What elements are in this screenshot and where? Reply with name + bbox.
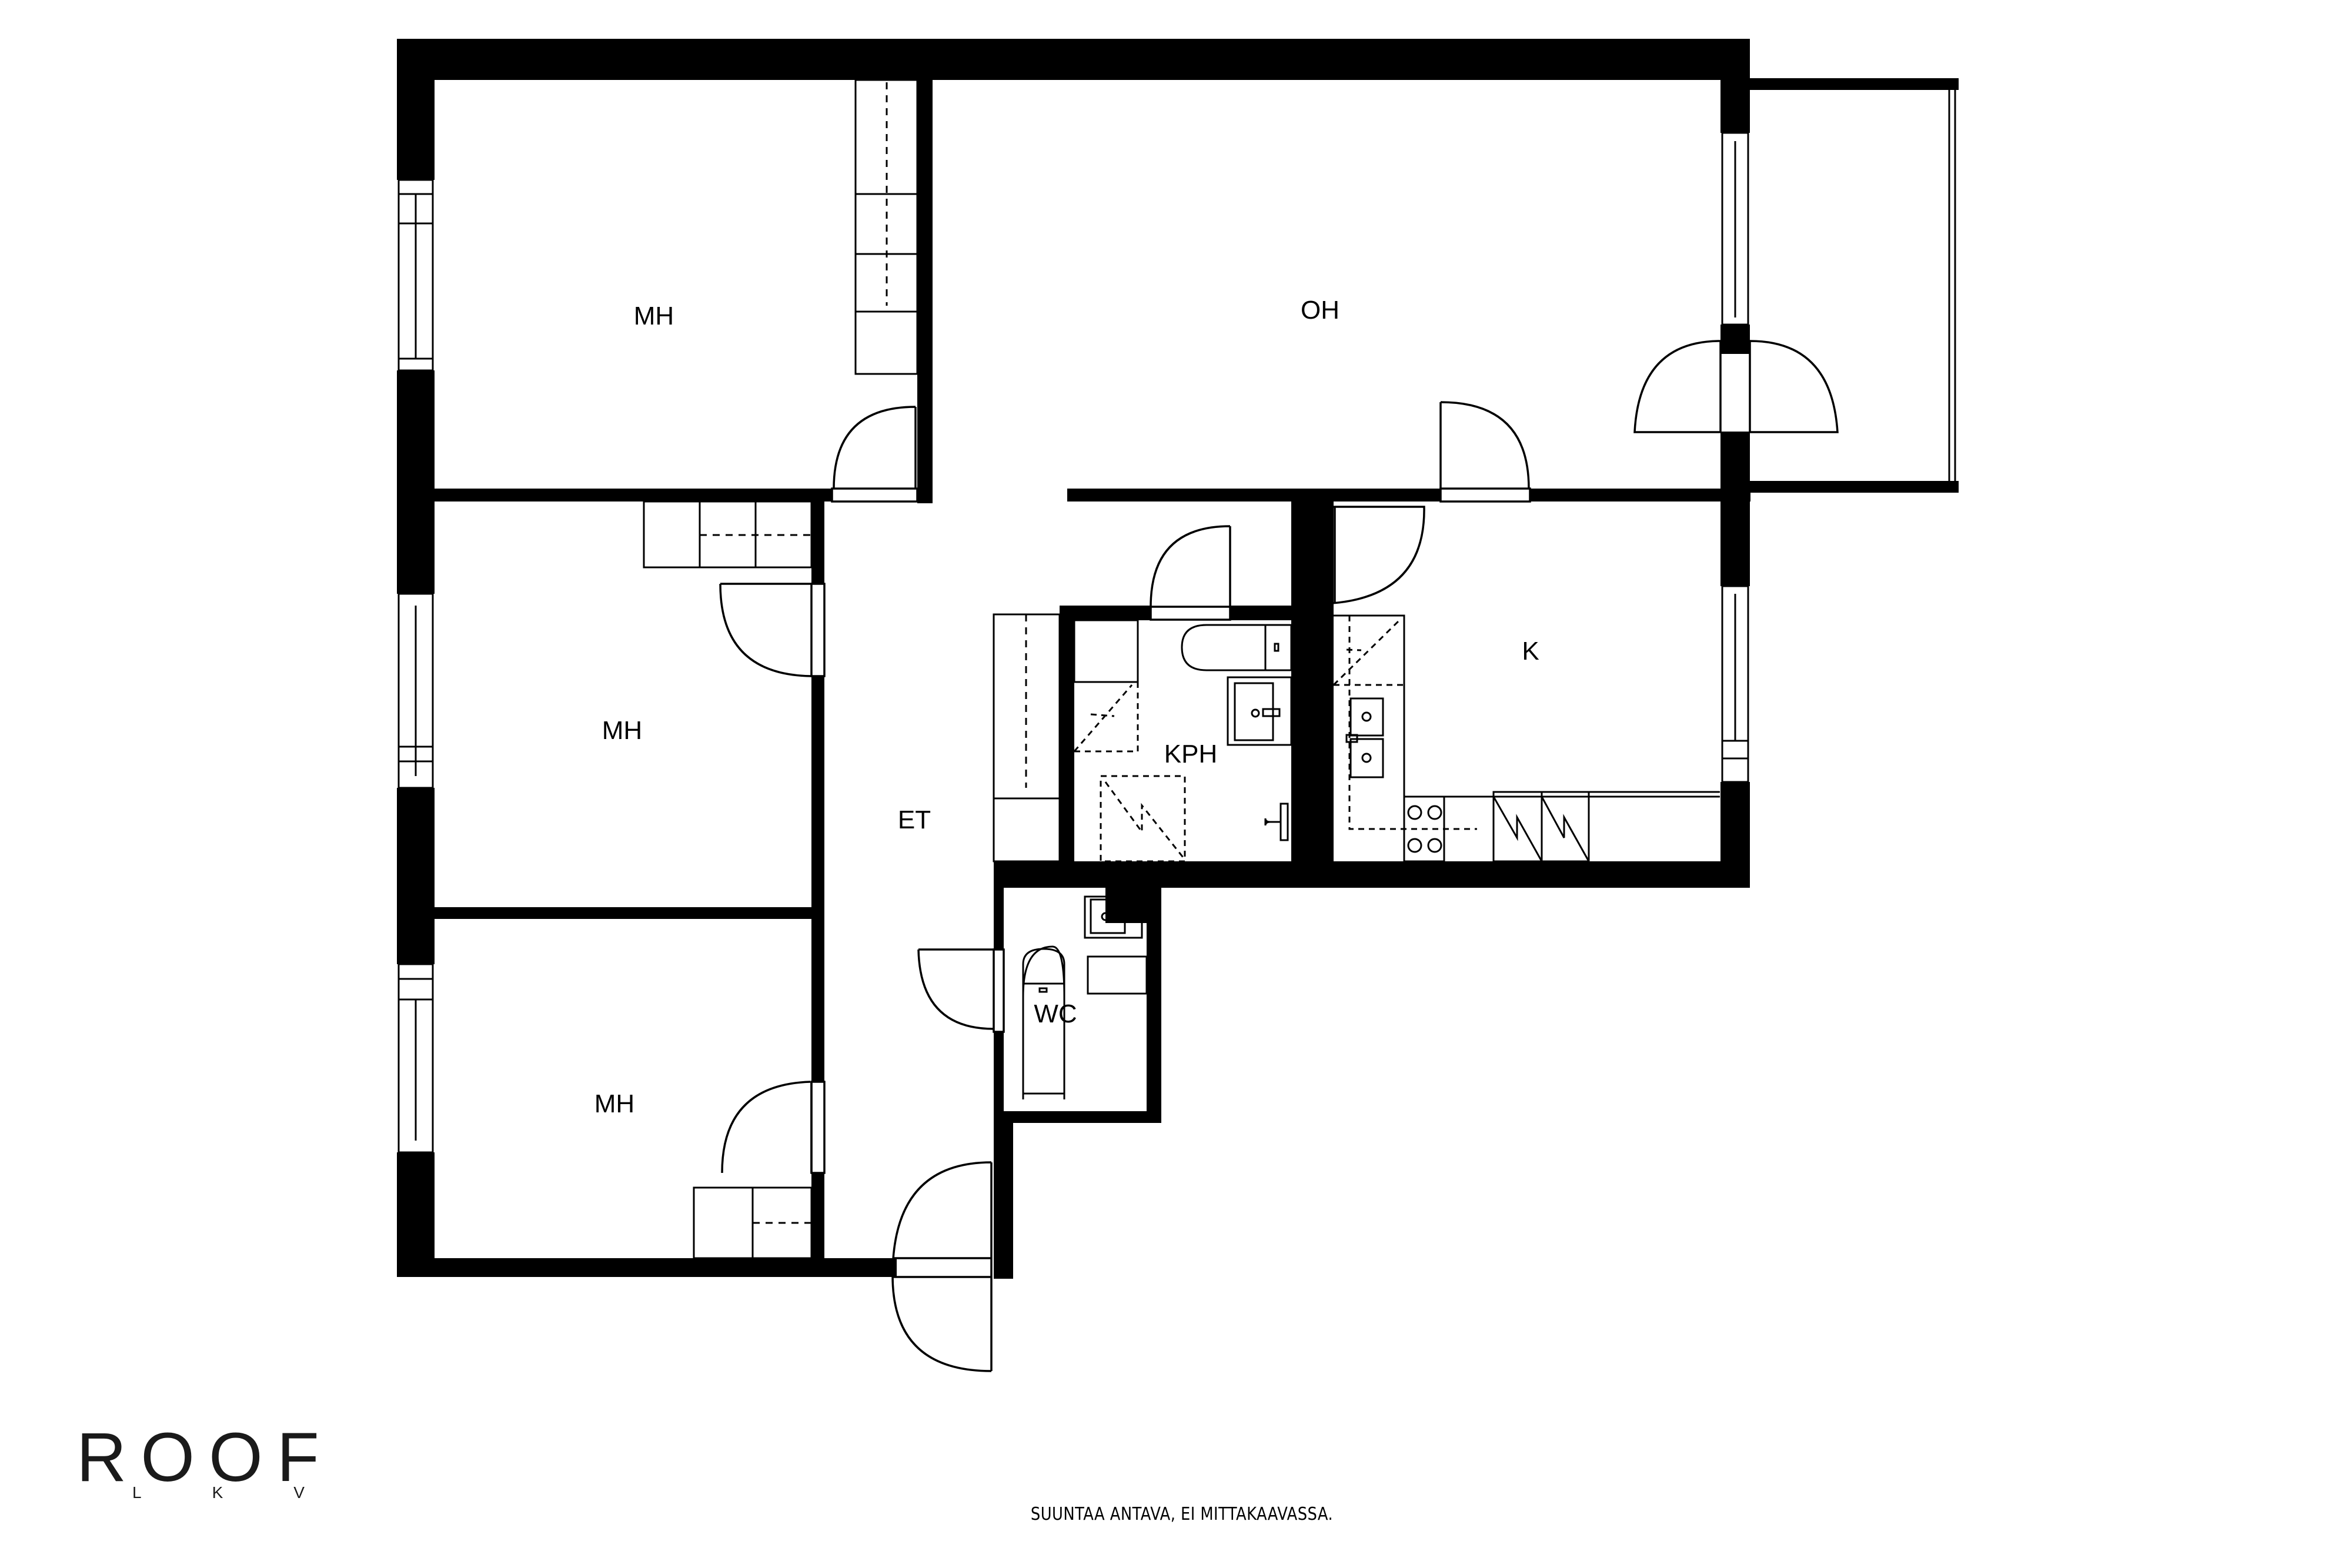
room-label-wc: WC xyxy=(1034,999,1077,1028)
room-label-mh3: MH xyxy=(594,1089,634,1118)
fixtures xyxy=(643,79,1720,1259)
room-label-mh2: MH xyxy=(602,716,642,745)
windows xyxy=(397,90,1956,1154)
room-labels: MH OH MH ET KPH K WC MH xyxy=(594,296,1539,1118)
room-label-oh: OH xyxy=(1301,296,1339,325)
room-label-kph: KPH xyxy=(1164,740,1217,768)
roof-logo: ROOF xyxy=(76,1419,333,1496)
room-label-et: ET xyxy=(898,805,931,834)
walls xyxy=(397,39,1959,1279)
scale-disclaimer: SUUNTAA ANTAVA, EI MITTAKAAVASSA. xyxy=(1030,1504,1334,1524)
room-label-k: K xyxy=(1522,637,1539,666)
doors xyxy=(719,340,1839,1372)
lkv-logo-subtitle: LKV xyxy=(132,1483,375,1502)
room-label-mh1: MH xyxy=(634,302,674,330)
